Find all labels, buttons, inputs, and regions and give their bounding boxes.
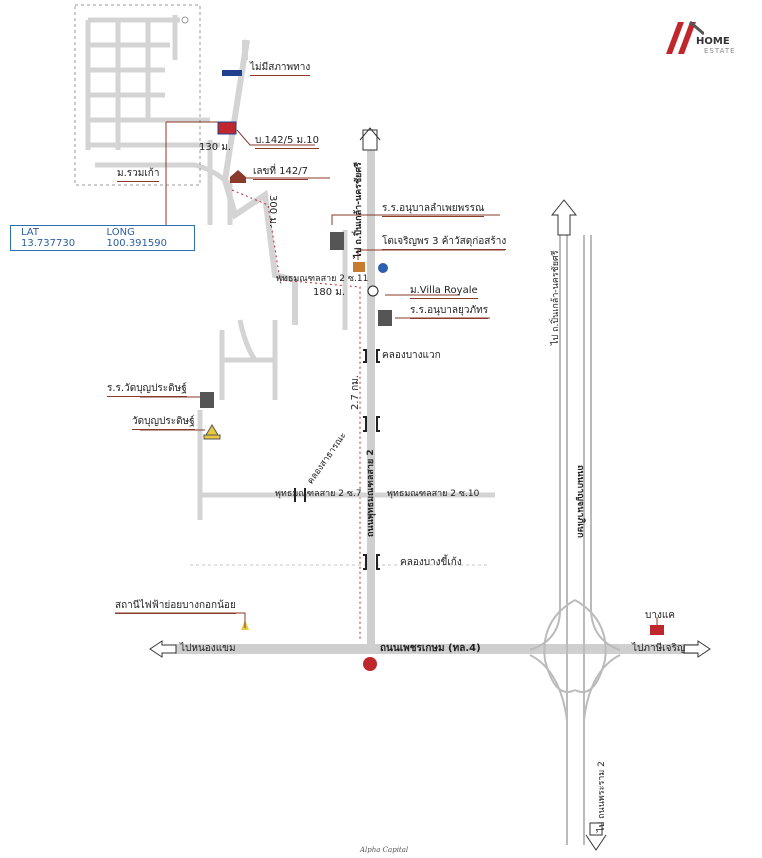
label-soi-11: พุทธมณฑลสาย 2 ซ.11 [276,274,369,284]
label-dist-130: 130 ม. [199,142,232,153]
label-soi-10: พุทธมณฑลสาย 2 ซ.10 [387,489,480,499]
village-icon [367,285,379,297]
label-school-lampoei: ร.ร.อนุบาลลำเพยพรรณ [382,203,485,217]
subdivision-boundary [74,4,201,186]
house-icon [230,170,246,183]
landmark-icon [363,657,377,671]
logo-text-home: HOME [696,36,730,47]
arrow-up-icon [550,199,578,236]
site-marker-icon [217,121,237,135]
route-line [231,189,361,640]
label-villa-royale: ม.Villa Royale [410,285,478,299]
label-to-nongkhaem: ไปหนองแขม [180,643,236,654]
label-school-yuwaphat: ร.ร.อนุบาลยุวภัทร [410,305,489,319]
arrow-left-icon [149,640,177,658]
label-dist-2-7: 2.7 กม. [350,375,361,410]
school-icon [378,310,392,326]
long-label: LONG [106,227,135,238]
label-soi-7: พุทธมณฑลสาย 2 ซ.7 [275,489,362,499]
coordinates-box: LAT 13.737730 LONG 100.391590 [10,225,195,251]
label-no-road: ไม่มีสภาพทาง [250,62,311,76]
home-estate-logo: HOME ESTATE [664,20,744,60]
phetkasem-road [175,644,700,654]
label-bangkhae: บางแค [645,610,675,621]
school-icon [200,392,214,408]
kanchanaphisek-road [529,235,621,845]
arrow-down-icon [585,822,607,851]
logo-text-estate: ESTATE [704,47,736,55]
label-village-ruamkao: ม.รวมเก้า [117,168,160,182]
label-substation: สถานีไฟฟ้าย่อยบางกอกน้อย [115,600,236,614]
label-road-kanchanaphisek: ถนนกาญจนาภิเษก [575,465,585,538]
label-pointers [115,121,658,628]
label-house-142-7: เลขที่ 142/7 [253,166,308,180]
footer-watermark: Alpha Capital [360,846,409,854]
label-school-wat-boon: ร.ร.วัดบุญประดิษฐ์ [107,383,187,397]
label-wat-boon: วัดบุญประดิษฐ์ [132,416,195,430]
label-canal-bangwaek: คลองบางแวก [382,350,441,361]
label-dist-180: 180 ม. [313,287,346,298]
phutthamonthon-2-road [367,150,375,650]
label-to-pinklao-right: ไป ถ.ปิ่นเกล้า-นครชัยศรี [551,250,561,345]
access-road [221,39,298,325]
label-road-phutthamonthon2: ถนนพุทธมณฑลสาย 2 [366,449,376,537]
temple-icon [203,424,221,440]
school-icon [330,232,344,250]
road-end-marker [222,70,242,76]
lat-label: LAT [21,227,39,238]
label-to-rama2: ไป ถนนพระราม 2 [597,761,607,832]
gas-station-icon [378,263,388,273]
label-shop-tojaroen: โตเจริญพร 3 ค้าวัสดุก่อสร้าง [382,236,507,250]
arrow-up-icon [359,127,381,151]
label-road-phetkasem: ถนนเพชรเกษม (ทล.4) [380,643,481,654]
label-house-142-5: บ.142/5 ม.10 [255,135,320,149]
label-to-pinklao-north: ไป ถ.ปิ่นเกล้า-นครชัยศรี [354,162,364,258]
west-roads [197,230,495,520]
arrow-right-icon [683,640,711,658]
label-dist-300: 300 ม. [267,195,278,228]
label-canal-bangkhikeng: คลองบางขี้เก้ง [400,557,462,568]
store-icon [353,262,365,272]
long-value: 100.391590 [106,238,167,249]
canal-bridges [294,349,380,570]
label-to-phasicharoen: ไปภาษีเจริญ [632,643,686,654]
bangkhae-market-icon [650,625,664,635]
lat-value: 13.737730 [21,238,76,249]
subdivision-roads [85,15,233,225]
